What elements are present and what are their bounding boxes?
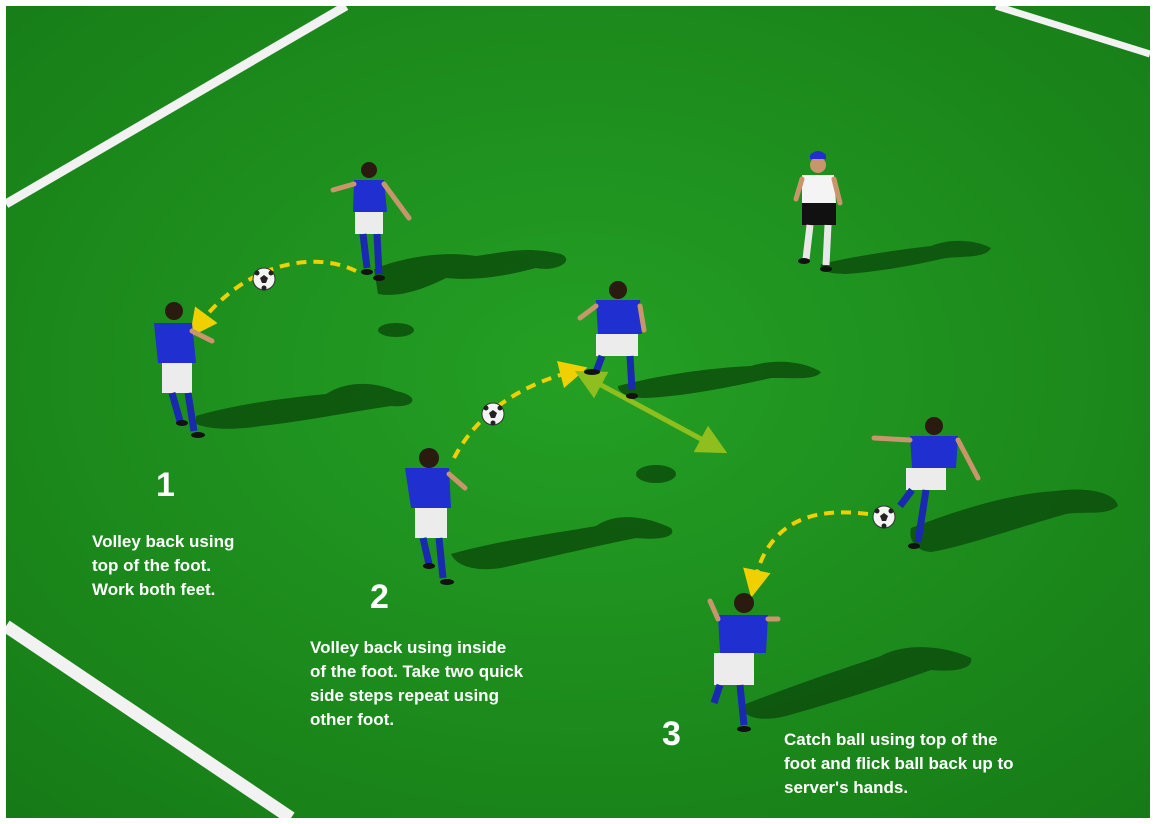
step-1-description: Volley back using top of the foot. Work … bbox=[92, 532, 235, 599]
pass-arrow-1 bbox=[189, 259, 357, 338]
step-3-description: Catch ball using top of the foot and fli… bbox=[784, 730, 1014, 797]
step-2-description: Volley back using inside of the foot. Ta… bbox=[310, 638, 524, 729]
pass-arrow-2 bbox=[452, 360, 588, 459]
pitch-line-top-left bbox=[6, 6, 349, 208]
player-server-3 bbox=[871, 417, 981, 549]
player-server-2 bbox=[577, 281, 647, 399]
pitch-lines bbox=[6, 6, 1150, 818]
player-server-1 bbox=[330, 162, 412, 281]
players bbox=[154, 151, 981, 732]
footballs bbox=[252, 267, 896, 529]
step-1-number: 1 bbox=[156, 466, 175, 504]
pass-arrow-3 bbox=[743, 510, 869, 598]
pitch-line-top-right bbox=[994, 6, 1150, 58]
ball-2 bbox=[481, 402, 505, 426]
player-2 bbox=[405, 448, 468, 585]
ball-3 bbox=[872, 505, 896, 529]
side-step-arrow bbox=[574, 370, 728, 454]
training-pitch-diagram bbox=[6, 6, 1150, 818]
step-3-number: 3 bbox=[662, 715, 681, 753]
ball-1 bbox=[252, 267, 276, 291]
pass-arrows bbox=[189, 259, 869, 598]
step-2-number: 2 bbox=[370, 578, 389, 616]
player-3 bbox=[707, 593, 781, 732]
pitch-line-bottom-left bbox=[6, 620, 295, 818]
coach bbox=[793, 151, 843, 272]
player-1 bbox=[154, 302, 215, 438]
